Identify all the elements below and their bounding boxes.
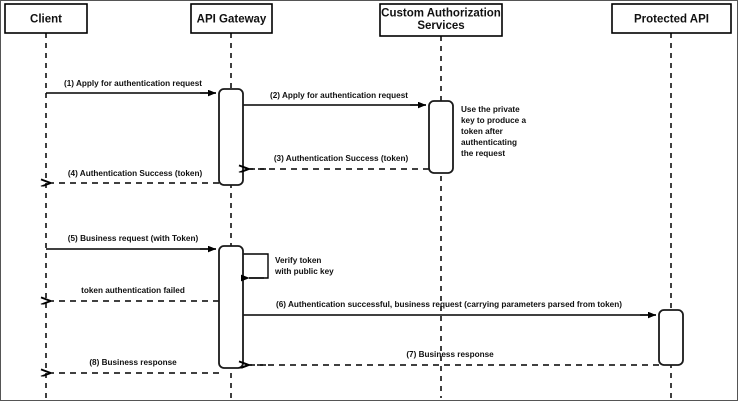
self-message-verify-token-label-line2: with public key	[274, 267, 334, 276]
message-4-label: (4) Authentication Success (token)	[68, 169, 203, 178]
message-token-authentication-failed: token authentication failed	[50, 286, 219, 301]
note-private-key-line-1: Use the private	[461, 105, 520, 114]
message-token-authentication-failed-label: token authentication failed	[81, 286, 185, 295]
activation-protected-api	[658, 309, 684, 366]
message-7-label: (7) Business response	[406, 350, 494, 359]
message-6: (6) Authentication successful, business …	[243, 300, 656, 319]
participant-client[interactable]: Client	[4, 3, 88, 34]
participant-label-protected-api: Protected API	[634, 14, 709, 26]
activation-api-gateway-business	[218, 245, 244, 369]
participant-label-api-gateway: API Gateway	[197, 14, 267, 26]
message-6-label: (6) Authentication successful, business …	[276, 300, 622, 309]
participant-label-custom-authorization-services-line2: Services	[417, 20, 464, 32]
message-1: (1) Apply for authentication request	[46, 79, 216, 97]
participant-label-custom-authorization-services-line1: Custom Authorization	[381, 8, 501, 20]
message-2-label: (2) Apply for authentication request	[270, 91, 408, 100]
participant-custom-authorization-services[interactable]: Custom Authorization Services	[379, 3, 503, 37]
message-2: (2) Apply for authentication request	[243, 91, 426, 109]
note-private-key-line-4: authenticating	[461, 138, 517, 147]
self-message-verify-token: Verify token with public key	[241, 253, 334, 282]
note-private-key-line-3: token after	[461, 127, 504, 136]
message-8: (8) Business response	[50, 358, 219, 373]
message-8-label: (8) Business response	[89, 358, 177, 367]
self-message-verify-token-arrow	[241, 253, 269, 282]
message-5: (5) Business request (with Token)	[46, 234, 216, 253]
activation-api-gateway-auth	[218, 88, 244, 186]
note-private-key-line-5: the request	[461, 149, 505, 158]
message-1-label: (1) Apply for authentication request	[64, 79, 202, 88]
note-private-key-line-2: key to produce a	[461, 116, 527, 125]
message-3-label: (3) Authentication Success (token)	[274, 154, 409, 163]
message-7: (7) Business response	[248, 350, 659, 365]
activation-custom-authorization-services	[428, 100, 454, 174]
note-private-key: Use the private key to produce a token a…	[461, 105, 527, 158]
message-3: (3) Authentication Success (token)	[248, 154, 429, 169]
participant-label-client: Client	[30, 14, 62, 26]
message-5-label: (5) Business request (with Token)	[68, 234, 199, 243]
participant-protected-api[interactable]: Protected API	[611, 3, 732, 34]
self-message-verify-token-label-line1: Verify token	[275, 256, 321, 265]
message-4: (4) Authentication Success (token)	[50, 169, 219, 183]
participant-api-gateway[interactable]: API Gateway	[190, 3, 273, 34]
